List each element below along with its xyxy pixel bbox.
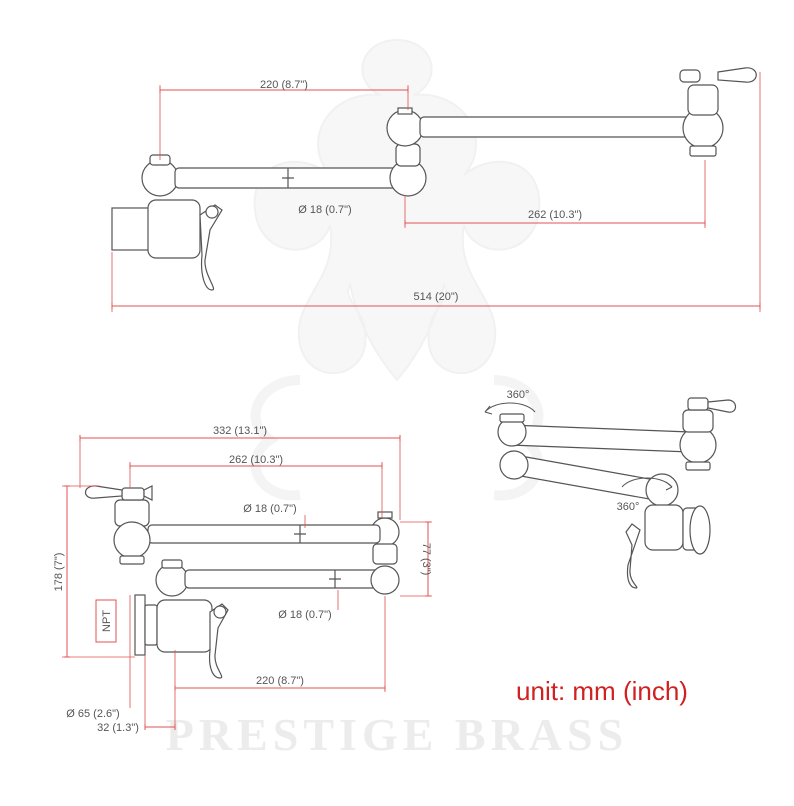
- dim-side-length-upper: 262 (10.3"): [229, 454, 283, 466]
- rotation-valve-body: [644, 504, 684, 551]
- rotation-label-top: 360°: [507, 389, 530, 401]
- second-arm: [419, 116, 701, 138]
- dim-flange-depth: 32 (1.3"): [97, 722, 139, 734]
- lower-valve-body: [156, 599, 213, 653]
- dim-top-diameter: Ø 18 (0.7"): [298, 204, 351, 216]
- rotation-wall-flange: [689, 505, 711, 555]
- wall-connector: [111, 207, 151, 251]
- wall-flange: [134, 594, 146, 656]
- upper-lever: [84, 485, 123, 499]
- dim-arm-length: 220 (8.7"): [260, 79, 308, 91]
- rotation-arrow-top: [484, 402, 536, 413]
- dim-side-length-lower: 220 (8.7"): [256, 675, 304, 687]
- spout-lever: [717, 67, 757, 83]
- dim-side-diameter-upper: Ø 18 (0.7"): [243, 503, 296, 515]
- lower-lever: [208, 603, 229, 679]
- top-view-faucet: [111, 67, 757, 291]
- lower-arm: [184, 569, 386, 589]
- side-swivel-joint: [372, 543, 398, 565]
- top-view-dimensions: 220 (8.7") Ø 18 (0.7") 262 (10.3") 514 (…: [111, 72, 761, 312]
- watermark-ornament: [250, 38, 544, 501]
- dim-side-height-arm: 77 (3"): [420, 543, 432, 576]
- dim-side-diameter-lower: Ø 18 (0.7"): [278, 609, 331, 621]
- valve-body: [147, 199, 201, 259]
- dim-total-length: 514 (20"): [414, 291, 459, 303]
- side-view-faucet: [84, 485, 400, 679]
- side-view-dimensions: 332 (13.1") 262 (10.3") Ø 18 (0.7") 178 …: [53, 425, 432, 734]
- npt-label-box: [95, 599, 117, 643]
- rotation-view-faucet: 360° 360°: [484, 389, 737, 589]
- valve-lever: [199, 204, 223, 291]
- unit-note: unit: mm (inch): [516, 676, 688, 706]
- dim-spout-reach: 262 (10.3"): [528, 209, 582, 221]
- npt-label: NPT: [101, 610, 113, 632]
- rotation-label-bottom: 360°: [617, 501, 640, 513]
- upper-arm: [147, 524, 381, 544]
- dim-flange-diameter: Ø 65 (2.6"): [66, 708, 119, 720]
- rotation-lower-arm: [514, 454, 656, 501]
- watermark-text: PRESTIGE BRASS: [166, 709, 628, 760]
- dim-side-length-outer: 332 (13.1"): [213, 425, 267, 437]
- dim-side-height-total: 178 (7"): [53, 553, 65, 592]
